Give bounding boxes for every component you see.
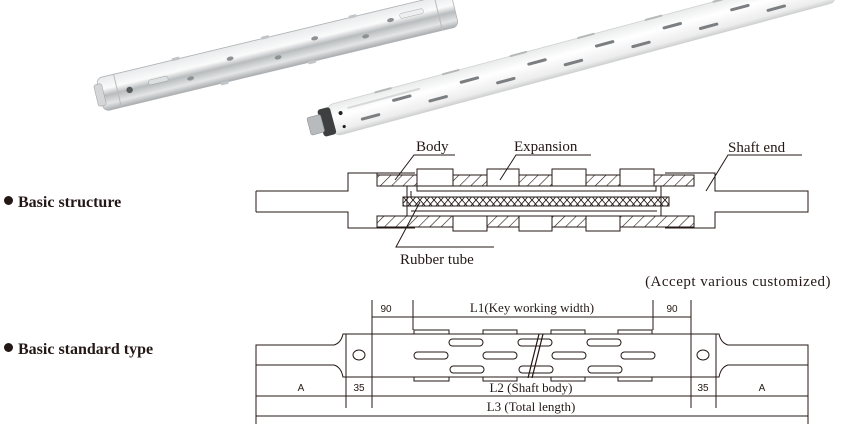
right-shaft-end xyxy=(716,333,809,378)
body-segment xyxy=(551,215,587,228)
break-mark xyxy=(531,333,544,379)
slots-bottom xyxy=(449,365,623,374)
callout-shaft-end: Shaft end xyxy=(728,140,786,156)
bullet-icon xyxy=(4,343,13,352)
body-segment xyxy=(376,215,454,228)
standard-type-diagram xyxy=(255,300,809,424)
slots-middle xyxy=(413,351,656,360)
break-mark xyxy=(527,333,540,379)
dim-right-a: A xyxy=(759,383,766,394)
structure-diagram xyxy=(255,154,809,248)
slat-type-shaft-image xyxy=(306,0,836,137)
bullet-icon xyxy=(4,196,13,205)
section-basic-structure: Basic structure xyxy=(4,194,121,212)
shaft-body xyxy=(345,333,717,378)
key-type-shaft-image xyxy=(93,0,459,111)
mounting-hole-left xyxy=(352,349,366,361)
body-segment xyxy=(518,174,553,187)
structure-outline-bottom xyxy=(256,211,415,229)
section-basic-standard-type: Basic standard type xyxy=(4,341,153,359)
expansion-bottom xyxy=(452,227,621,232)
rubber-tube xyxy=(402,196,670,207)
leader-body xyxy=(394,154,455,181)
body-segment xyxy=(486,215,520,228)
callout-rubber-tube: Rubber tube xyxy=(400,252,474,268)
body-segment xyxy=(585,174,621,187)
body-segment xyxy=(452,174,488,187)
dim-right-35: 35 xyxy=(697,383,709,394)
dim-l3: L3 (Total length) xyxy=(487,399,576,414)
dim-l2: L2 (Shaft body) xyxy=(489,380,572,395)
left-shaft-end xyxy=(255,333,346,378)
body-segment xyxy=(653,174,695,187)
product-photo xyxy=(93,0,836,137)
dim-l1: L1(Key working width) xyxy=(470,300,594,315)
dim-left-a: A xyxy=(298,383,305,394)
slots-top xyxy=(448,338,622,347)
structure-outline-top xyxy=(256,172,415,192)
callout-expansion: Expansion xyxy=(514,139,578,155)
dim-right-90: 90 xyxy=(666,304,678,315)
section-basic-structure-label: Basic structure xyxy=(18,194,122,211)
dim-left-90: 90 xyxy=(380,304,392,315)
leader-shaft-end xyxy=(705,154,802,192)
section-basic-standard-type-label: Basic standard type xyxy=(18,341,154,358)
key-strips xyxy=(413,329,653,382)
leader-expansion xyxy=(499,154,591,181)
mounting-hole-right xyxy=(696,349,710,361)
customization-note: (Accept various customized) xyxy=(645,274,831,290)
body-segment xyxy=(619,215,695,228)
dim-left-35: 35 xyxy=(353,383,365,394)
callout-body: Body xyxy=(416,139,449,155)
leader-rubber-tube xyxy=(395,201,494,248)
expansion-top xyxy=(416,168,655,186)
